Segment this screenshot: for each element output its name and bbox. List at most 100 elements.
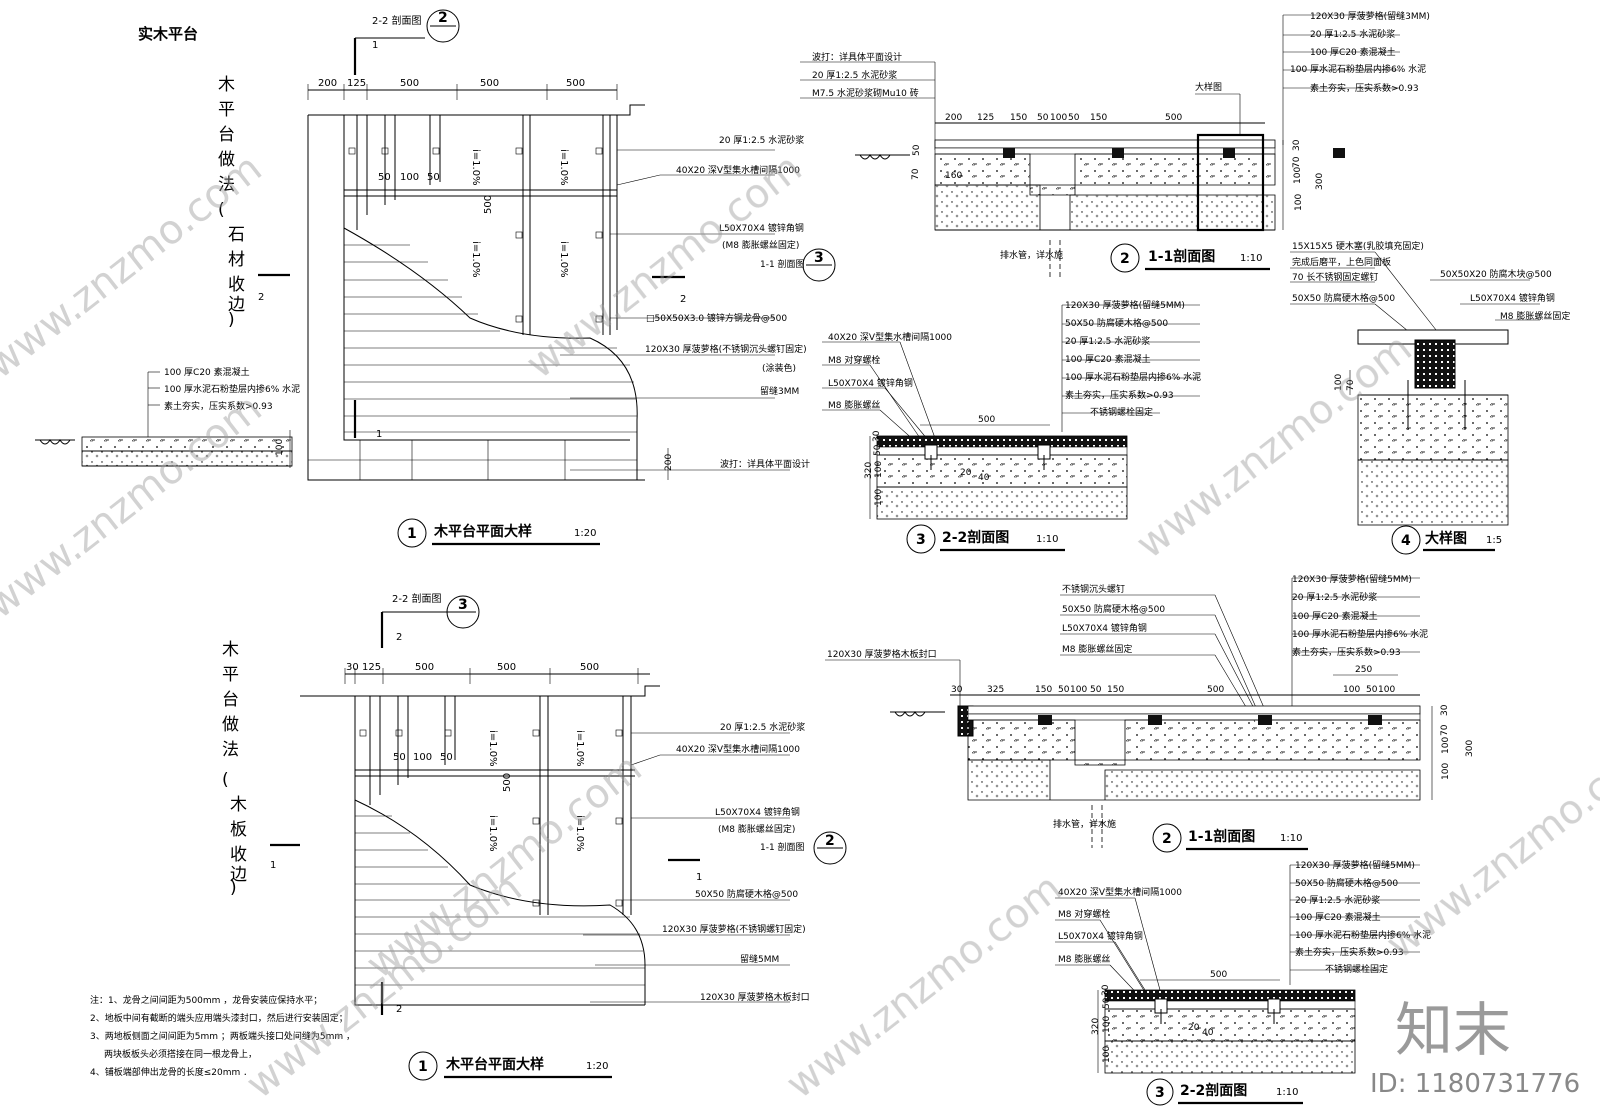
label: 40X20 深V型集水槽间隔1000 bbox=[828, 331, 952, 343]
label: 20 厚1:2.5 水泥砂浆 bbox=[1295, 894, 1380, 906]
section-ref-no: 3 bbox=[814, 250, 824, 266]
watermark-logo: 知末 bbox=[1395, 996, 1511, 1064]
page-title: 实木平台 bbox=[138, 25, 198, 43]
plan-bottom-vertical-note: 木 平 台 做 法 ( 木 板 收 边 ) bbox=[222, 640, 247, 898]
section-ref-circle bbox=[813, 831, 847, 865]
label: (M8 膨胀螺丝固定) bbox=[722, 239, 799, 251]
watermark-id: ID: 1180731776 bbox=[1370, 1069, 1580, 1099]
vertical-note-char: 板 bbox=[230, 820, 247, 840]
dim: 320 bbox=[864, 462, 874, 479]
drawing-title: 大样图 bbox=[1425, 530, 1467, 547]
drawing-scale: 1:10 bbox=[1280, 833, 1302, 844]
vertical-note-char: 材 bbox=[228, 250, 245, 270]
note-line: 2、地板中间有截断的端头应用端头漆封口，然后进行安装固定； bbox=[90, 1012, 348, 1024]
dim: 30 bbox=[872, 430, 882, 442]
label: 70 长不锈钢固定螺钉 bbox=[1292, 271, 1378, 283]
title-no: 2 bbox=[1162, 831, 1172, 847]
dim: 50 bbox=[393, 752, 406, 763]
dim: 50 bbox=[378, 172, 391, 183]
label: 不锈钢螺栓固定 bbox=[1325, 963, 1388, 975]
dim: 40 bbox=[978, 473, 990, 483]
label: 120X30 厚菠萝格(留缝5MM) bbox=[1295, 859, 1415, 871]
section-ref: 2-2 剖面图 bbox=[372, 14, 422, 27]
watermark-text: www.znzmo.com bbox=[778, 865, 1071, 1108]
dim: 20 bbox=[1188, 1023, 1200, 1033]
label: □50X50X3.0 镀锌方钢龙骨@500 bbox=[646, 312, 787, 324]
label: 20 厚1:2.5 水泥砂浆 bbox=[1310, 28, 1395, 40]
drain-label: 排水管，详水施 bbox=[1053, 818, 1116, 830]
section-ref-circle bbox=[426, 9, 460, 43]
dim: 100 bbox=[1050, 113, 1067, 123]
dim: 300 bbox=[1465, 740, 1475, 757]
label: 1-1 剖面图 bbox=[760, 258, 805, 270]
section-ref: 2-2 剖面图 bbox=[392, 592, 442, 605]
drawing-scale: 1:10 bbox=[1036, 534, 1058, 545]
section-ref-no: 3 bbox=[458, 597, 468, 613]
notes: 注：1、龙骨之间间距为500mm ，龙骨安装应保持水平； 2、地板中间有截断的端… bbox=[90, 994, 355, 1078]
title-circle bbox=[1152, 823, 1182, 853]
dim: 300 bbox=[1315, 173, 1325, 190]
dim: 100 bbox=[1441, 737, 1451, 754]
dim: 500 bbox=[566, 78, 585, 89]
vertical-note-char: 收 bbox=[230, 845, 247, 865]
label: 完成后磨平，上色同面板 bbox=[1292, 256, 1391, 268]
vertical-note-char: 边 bbox=[228, 295, 245, 315]
label: 100 厚水泥石粉垫层内掺6% 水泥 bbox=[164, 383, 300, 395]
label: 100 厚C20 素混凝土 bbox=[1065, 353, 1151, 365]
dim: 100 bbox=[1441, 763, 1451, 780]
dim: 30 bbox=[346, 662, 359, 673]
slope: i=1.0% bbox=[558, 149, 569, 186]
label: 不锈钢螺栓固定 bbox=[1090, 406, 1153, 418]
dim: 70 bbox=[1440, 724, 1450, 736]
dim: 50 bbox=[1102, 997, 1112, 1009]
dim: 500 bbox=[480, 78, 499, 89]
dim: 20 bbox=[960, 468, 972, 478]
dim: 100 bbox=[874, 461, 884, 478]
label: 大样图 bbox=[1195, 81, 1222, 93]
label: (涂装色) bbox=[762, 362, 796, 374]
label: 40X20 深V型集水槽间隔1000 bbox=[676, 164, 800, 176]
dim: 50 bbox=[873, 444, 883, 456]
label: 50X50 防腐硬木格@500 bbox=[1292, 292, 1395, 304]
dim: 50 bbox=[912, 144, 922, 156]
vertical-note-char: 台 bbox=[218, 125, 235, 145]
drawing-scale: 1:10 bbox=[1276, 1087, 1298, 1098]
title-circle bbox=[1110, 243, 1140, 273]
note-line: 两块板板头必须搭接在同一根龙骨上， bbox=[104, 1048, 257, 1060]
drawing-title: 木平台平面大样 bbox=[445, 1056, 544, 1073]
vertical-note-char: 台 bbox=[222, 690, 239, 710]
dim: 500 bbox=[978, 415, 995, 425]
detail-4: 15X15X5 硬木塞(乳胶填充固定) 完成后磨平，上色同面板 70 长不锈钢固… bbox=[1290, 240, 1570, 555]
dim: 100 bbox=[1293, 167, 1303, 184]
label: 50X50 防腐硬木格@500 bbox=[1062, 603, 1165, 615]
label: 素土夯实，压实系数>0.93 bbox=[1310, 82, 1419, 94]
label: L50X70X4 镀锌角钢 bbox=[1062, 622, 1147, 634]
label: 50X50 防腐硬木格@500 bbox=[695, 888, 798, 900]
dim: 125 bbox=[977, 113, 994, 123]
title-circle bbox=[397, 518, 427, 548]
label: 素土夯实，压实系数>0.93 bbox=[1295, 946, 1404, 958]
dim: 50 bbox=[1037, 113, 1049, 123]
slope: i=1.0% bbox=[470, 241, 481, 278]
cut-mark: 2 bbox=[396, 632, 402, 643]
label: 100 厚C20 素混凝土 bbox=[1292, 610, 1378, 622]
vertical-note-char: ) bbox=[228, 310, 235, 330]
label: 120X30 厚菠萝格(不锈钢螺钉固定) bbox=[662, 923, 806, 935]
vertical-note-char: 法 bbox=[218, 175, 235, 195]
label: 100 厚C20 素混凝土 bbox=[164, 366, 250, 378]
dim: 50 bbox=[1366, 685, 1378, 695]
dim: 30 bbox=[1292, 139, 1302, 151]
title-no: 3 bbox=[916, 532, 926, 548]
vertical-note-char: 做 bbox=[218, 150, 235, 170]
section-ref-circle bbox=[802, 248, 836, 282]
drawing-title: 2-2剖面图 bbox=[942, 529, 1009, 546]
vertical-note-char: 木 bbox=[230, 795, 247, 815]
dim: 500 bbox=[415, 662, 434, 673]
label: M8 膨胀螺丝 bbox=[828, 399, 880, 411]
vertical-note-char: ( bbox=[218, 200, 225, 220]
plan-top-vertical-note: 木 平 台 做 法 ( 石 材 收 边 ) bbox=[218, 75, 245, 330]
dim: 150 bbox=[1107, 685, 1124, 695]
drawing-title: 1-1剖面图 bbox=[1188, 828, 1255, 845]
dim: 100 bbox=[275, 439, 285, 456]
dim: 50 bbox=[1090, 685, 1102, 695]
